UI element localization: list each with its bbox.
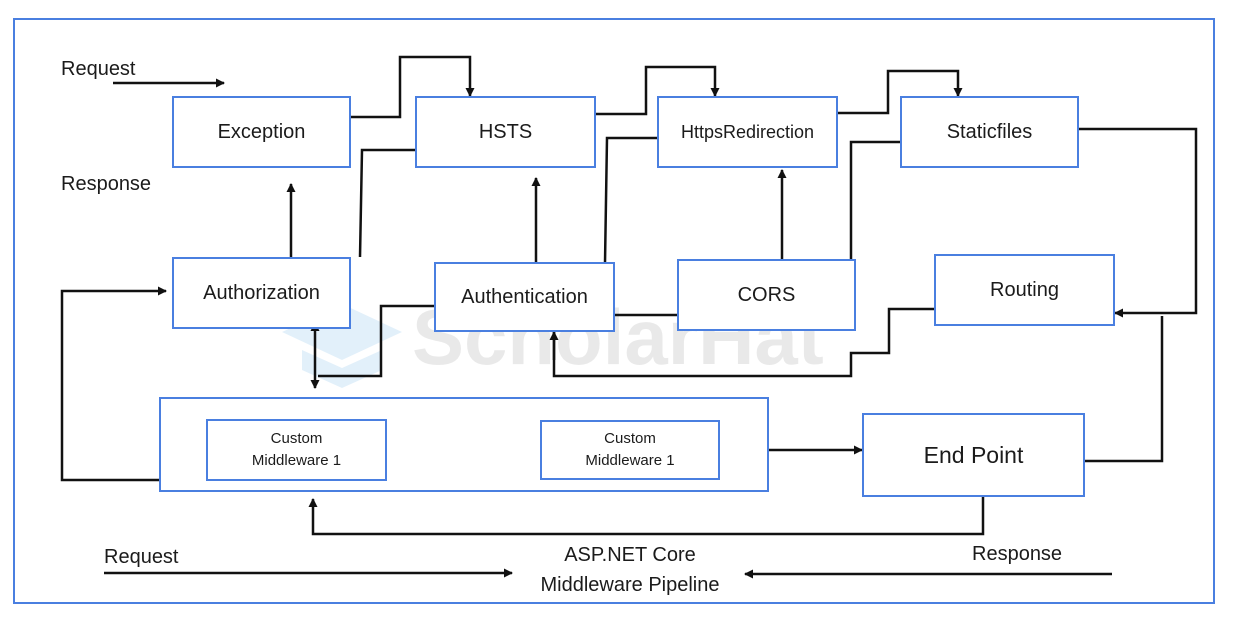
routing-box: Routing <box>934 254 1115 326</box>
authentication-httpsredirection-link <box>603 136 660 264</box>
custom-middleware-2-line1: Custom <box>604 430 656 447</box>
pipeline-title: ASP.NET Core Middleware Pipeline <box>500 540 760 600</box>
httpsredirection-box: HttpsRedirection <box>657 96 838 168</box>
cors-label: CORS <box>737 283 796 306</box>
request-label-bottom: Request <box>104 546 179 568</box>
endpoint-box: End Point <box>862 413 1085 497</box>
httpsredirection-label: HttpsRedirection <box>680 121 815 142</box>
diagram-frame <box>13 18 1215 604</box>
exception-to-hsts <box>351 55 475 119</box>
authorization-label: Authorization <box>203 281 320 304</box>
custom-middleware-2-line2: Middleware 1 <box>585 452 675 469</box>
staticfiles-to-routing <box>1079 127 1198 318</box>
endpoint-label: End Point <box>923 441 1024 468</box>
httpsredirection-to-staticfiles <box>838 69 963 115</box>
request-label-top: Request <box>61 58 136 80</box>
title-line-2: Middleware Pipeline <box>540 574 720 596</box>
cors-box: CORS <box>677 259 856 331</box>
authentication-to-custom <box>318 304 436 378</box>
hsts-label: HSTS <box>478 120 533 143</box>
authentication-box: Authentication <box>434 262 615 332</box>
response-label-bottom: Response <box>972 543 1063 565</box>
response-label-top: Response <box>61 173 152 195</box>
staticfiles-label: Staticfiles <box>946 120 1033 143</box>
routing-label: Routing <box>990 278 1059 301</box>
custom-middleware-1-line1: Custom <box>270 430 323 447</box>
hsts-to-httpsredirection <box>596 65 720 116</box>
title-line-1: ASP.NET Core <box>564 544 696 566</box>
cors-staticfiles-link <box>849 140 902 260</box>
authorization-box: Authorization <box>172 257 351 329</box>
custom-middleware-1-line2: Middleware 1 <box>251 452 342 469</box>
hsts-box: HSTS <box>415 96 596 168</box>
exception-box: Exception <box>172 96 351 168</box>
staticfiles-box: Staticfiles <box>900 96 1079 168</box>
endpoint-response-to-custom <box>308 497 985 536</box>
routing-to-endpoint <box>1059 316 1164 466</box>
custom-middleware-2-box: Custom Middleware 1 <box>540 420 720 480</box>
authentication-label: Authentication <box>461 285 588 308</box>
exception-label: Exception <box>217 120 306 143</box>
authorization-hsts-link <box>358 148 415 258</box>
custom-to-authorization <box>60 286 167 482</box>
custom-middleware-1-box: Custom Middleware 1 <box>206 419 387 481</box>
